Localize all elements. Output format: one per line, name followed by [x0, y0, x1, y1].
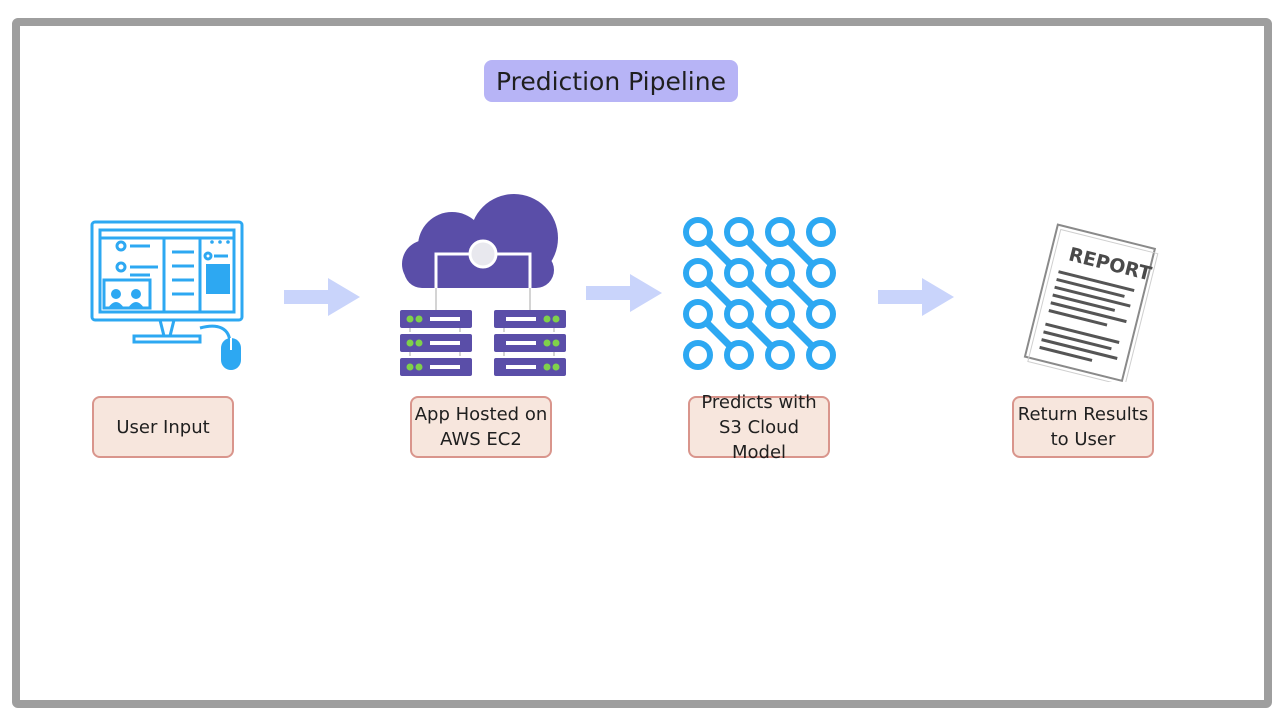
network-node: [724, 299, 754, 329]
network-node: [765, 217, 795, 247]
cloud-server-icon: [400, 194, 566, 376]
network-node: [683, 299, 713, 329]
computer-icon: [90, 220, 244, 370]
flow-arrow-3: [878, 278, 954, 316]
network-node: [724, 217, 754, 247]
step-label-app-hosted: App Hosted on AWS EC2: [410, 396, 552, 458]
network-node: [765, 258, 795, 288]
network-node: [724, 340, 754, 370]
network-node: [806, 258, 836, 288]
network-node: [765, 340, 795, 370]
diagram-title: Prediction Pipeline: [484, 60, 738, 102]
network-node: [724, 258, 754, 288]
network-node: [683, 258, 713, 288]
step-label-return-results: Return Results to User: [1012, 396, 1154, 458]
network-node: [683, 217, 713, 247]
neural-network-icon: [683, 217, 836, 370]
network-node: [765, 299, 795, 329]
report-icon: REPORT: [1023, 223, 1159, 382]
network-node: [806, 217, 836, 247]
network-links: [695, 229, 824, 358]
network-node: [683, 340, 713, 370]
step-label-predicts: Predicts with S3 Cloud Model: [688, 392, 830, 463]
network-node: [806, 299, 836, 329]
flow-arrow-1: [284, 278, 360, 316]
step-label-user-input: User Input: [92, 396, 234, 458]
flow-arrow-2: [586, 274, 662, 312]
network-node: [806, 340, 836, 370]
